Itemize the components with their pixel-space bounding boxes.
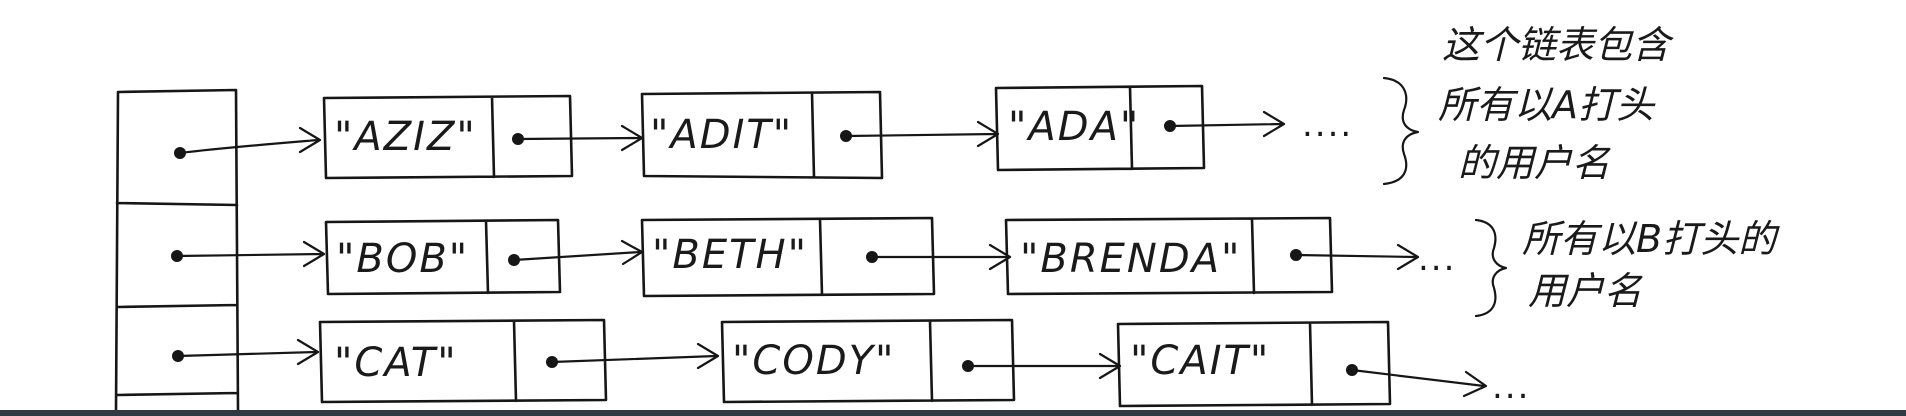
node-cat: "CAT" — [318, 318, 720, 404]
hash-table-array — [114, 88, 326, 410]
node-adit-arrow — [844, 120, 1000, 148]
node-brenda-arrow — [1294, 243, 1420, 271]
node-cody-label: "CODY" — [732, 338, 895, 384]
node-cait-arrow — [1350, 368, 1488, 398]
node-cait-outline — [1116, 320, 1392, 408]
node-beth-arrow — [870, 243, 1012, 271]
slot-a-arrow — [178, 126, 322, 155]
slot-b-arrow — [175, 240, 326, 268]
node-cait-label: "CAIT" — [1130, 338, 1270, 384]
node-aziz: "AZIZ" — [322, 94, 644, 180]
node-adit-label: "ADIT" — [650, 112, 793, 158]
node-cat-arrow — [550, 342, 720, 370]
list-a-note-line-2: 所有以A打头 — [1438, 83, 1656, 127]
node-beth: "BETH" — [640, 216, 1012, 298]
list-b-ellipsis: ... — [1418, 239, 1456, 279]
list-a-note-line-3: 的用户名 — [1458, 141, 1611, 185]
node-beth-label: "BETH" — [652, 232, 808, 278]
list-b-note-line-1: 所有以B打头的 — [1522, 217, 1780, 261]
node-cat-label: "CAT" — [334, 340, 458, 386]
node-bob-label: "BOB" — [336, 236, 469, 282]
node-ada-arrow — [1168, 110, 1286, 138]
node-beth-outline — [640, 216, 936, 298]
node-ada-label: "ADA" — [1008, 104, 1140, 150]
list-c-ellipsis: ... — [1492, 367, 1530, 407]
node-brenda-label: "BRENDA" — [1020, 236, 1241, 282]
node-ada-outline — [994, 84, 1206, 172]
node-adit: "ADIT" — [640, 90, 1000, 180]
linked-list-b: "BOB" "BETH" "BRENDA" ... 所有以B打头的 用户名 — [324, 216, 1780, 318]
node-bob-outline — [324, 218, 562, 296]
node-cait: "CAIT" — [1116, 320, 1488, 408]
node-aziz-outline — [322, 94, 574, 180]
node-brenda: "BRENDA" — [1004, 216, 1420, 296]
array-outline — [114, 88, 240, 410]
node-bob-arrow — [512, 239, 644, 266]
node-aziz-label: "AZIZ" — [334, 114, 477, 160]
list-a-ellipsis: .... — [1302, 105, 1353, 145]
node-cody: "CODY" — [720, 318, 1122, 404]
node-cat-outline — [318, 318, 608, 404]
node-bob: "BOB" — [324, 218, 644, 296]
list-a-brace — [1382, 76, 1420, 186]
list-b-note-line-2: 用户名 — [1528, 269, 1643, 313]
linked-list-c: "CAT" "CODY" "CAIT" ... — [318, 318, 1530, 408]
node-ada: "ADA" — [994, 84, 1286, 172]
node-cody-outline — [720, 318, 1016, 404]
bottom-edge-bar — [0, 410, 1906, 416]
slot-c-arrow — [176, 338, 320, 366]
list-a-note-line-1: 这个链表包含 — [1442, 23, 1674, 67]
node-adit-outline — [640, 90, 884, 180]
linked-list-a: "AZIZ" "ADIT" "ADA" .... 这个链表包含 所有以A打头 的… — [322, 23, 1674, 186]
node-cody-arrow — [966, 352, 1122, 380]
node-aziz-arrow — [516, 124, 644, 152]
list-b-brace — [1474, 218, 1508, 318]
node-brenda-outline — [1004, 216, 1334, 296]
